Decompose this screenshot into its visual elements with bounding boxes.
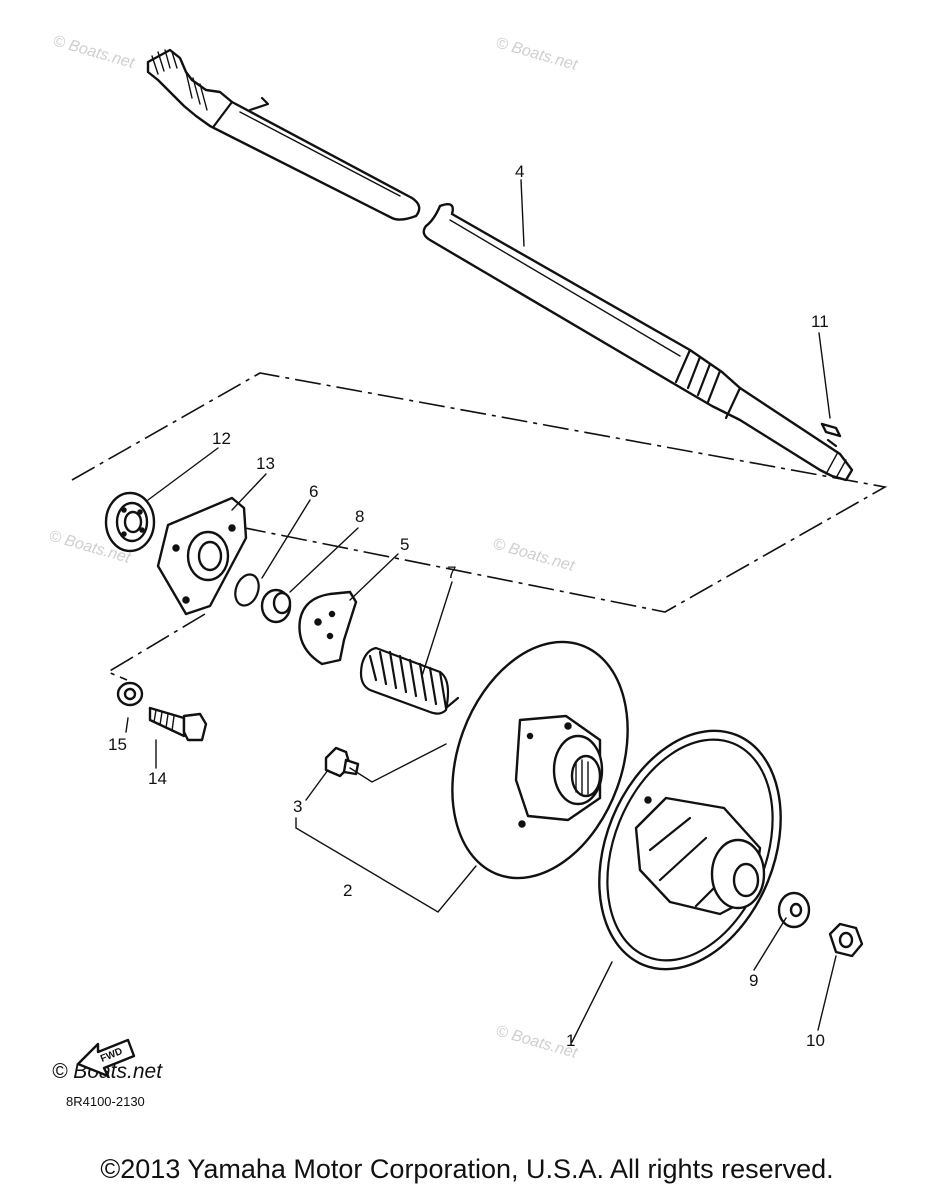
part-stud xyxy=(324,746,360,778)
part-shaft-upper xyxy=(146,48,421,221)
callout-14: 14 xyxy=(148,769,167,788)
part-fixed-sheave xyxy=(451,640,629,880)
part-nut xyxy=(828,922,864,958)
callout-8: 8 xyxy=(355,507,364,526)
assembly-outline xyxy=(71,372,888,681)
callout-15: 15 xyxy=(108,735,127,754)
watermark: © Boats.net xyxy=(51,33,137,73)
part-movable-sheave xyxy=(598,729,782,971)
callout-7: 7 xyxy=(447,563,456,582)
callout-5: 5 xyxy=(400,535,409,554)
callout-12: 12 xyxy=(212,429,231,448)
part-bearing xyxy=(104,491,156,553)
callout-2: 2 xyxy=(343,881,352,900)
callout-6: 6 xyxy=(309,482,318,501)
part-retainer-plate xyxy=(156,496,248,616)
part-bolt xyxy=(148,706,208,742)
part-circlip xyxy=(234,573,260,607)
part-key xyxy=(820,422,842,438)
part-code: 8R4100-2130 xyxy=(66,1094,145,1109)
callout-3: 3 xyxy=(293,797,302,816)
callout-9: 9 xyxy=(749,971,758,990)
copyright-notice: ©2013 Yamaha Motor Corporation, U.S.A. A… xyxy=(100,1154,834,1184)
part-spring xyxy=(359,646,460,715)
fwd-arrow-icon: FWD xyxy=(76,1038,136,1078)
callout-1: 1 xyxy=(566,1031,575,1050)
part-shaft-lower xyxy=(422,203,854,482)
part-spring-seat xyxy=(298,590,358,666)
leader-line xyxy=(349,743,447,783)
callout-4: 4 xyxy=(515,162,524,181)
leader-lines xyxy=(125,179,837,1043)
boats-net-logo: © Boats.net FWD 8R4100-2130 xyxy=(52,1038,163,1109)
part-washer-small xyxy=(116,681,144,707)
part-collar xyxy=(260,588,292,624)
callout-10: 10 xyxy=(806,1031,825,1050)
watermark: © Boats.net xyxy=(491,536,577,576)
callout-13: 13 xyxy=(256,454,275,473)
callout-11: 11 xyxy=(811,312,829,331)
watermark: © Boats.net xyxy=(494,35,580,75)
